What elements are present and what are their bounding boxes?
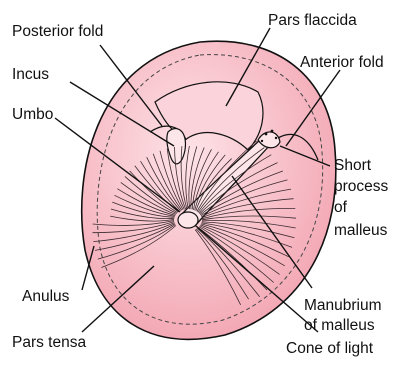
label-manubrium-line1: Manubrium [304,297,382,314]
label-pars-tensa: Pars tensa [12,334,86,351]
label-anulus: Anulus [22,288,69,305]
label-pars-flaccida: Pars flaccida [268,12,357,29]
label-cone-of-light: Cone of light [286,340,373,357]
label-short-process-line3: of [334,199,347,216]
label-umbo: Umbo [12,106,53,123]
label-anterior-fold: Anterior fold [300,54,384,71]
label-short-process-line2: process [334,178,388,195]
label-manubrium-line2: of malleus [304,317,375,334]
label-short-process-line4: malleus [334,222,387,239]
label-posterior-fold: Posterior fold [12,23,103,40]
label-incus: Incus [12,66,49,83]
umbo-shape [178,212,198,228]
label-short-process-line1: Short [334,157,371,174]
